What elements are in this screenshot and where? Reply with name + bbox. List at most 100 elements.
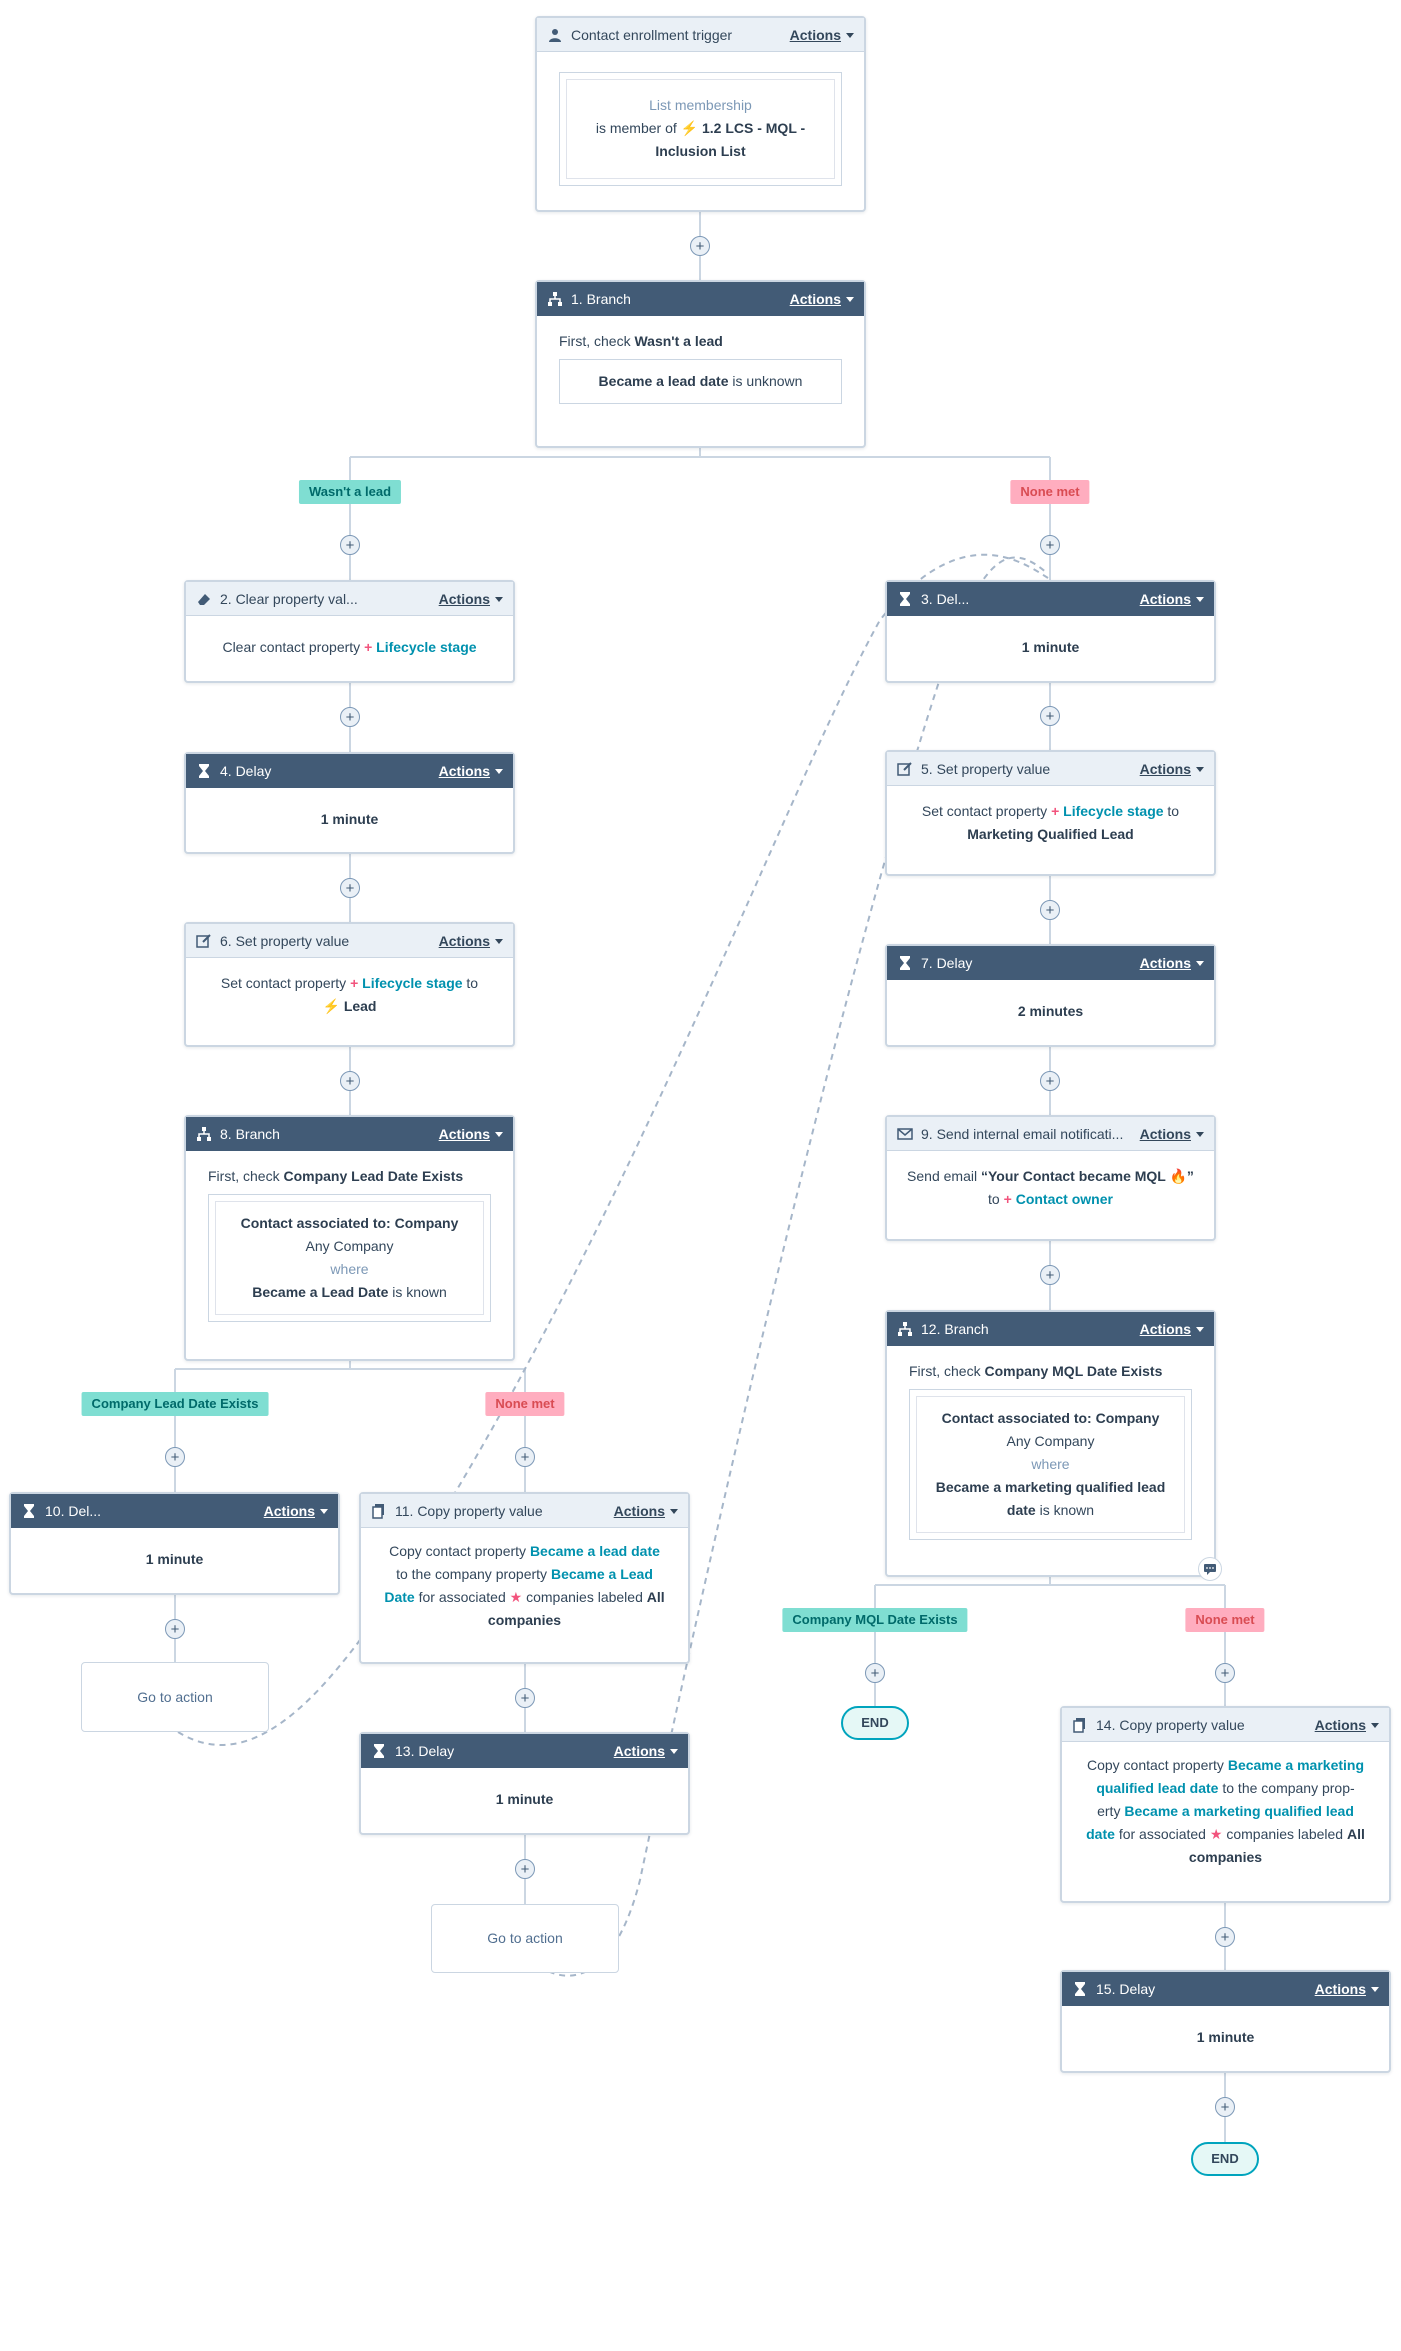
- action-2-property[interactable]: Lifecycle stage: [376, 639, 477, 655]
- edit-icon: [897, 761, 912, 776]
- add-action-button[interactable]: +: [1040, 535, 1060, 555]
- add-action-button[interactable]: +: [1215, 1663, 1235, 1683]
- action-14-header: 14. Copy property value Actions: [1062, 1708, 1389, 1742]
- action-14-property[interactable]: Became a marketing: [1227, 1757, 1365, 1773]
- action-13-actions-button[interactable]: Actions: [614, 1743, 678, 1759]
- action-14-company-property-2[interactable]: date: [1086, 1826, 1115, 1842]
- branch-1-condition[interactable]: Became a lead date is unknown: [559, 359, 842, 404]
- envelope-icon: [897, 1127, 913, 1140]
- comment-icon[interactable]: [1198, 1557, 1222, 1581]
- action-5-card[interactable]: 5. Set property value Actions Set contac…: [885, 750, 1216, 876]
- action-10-title: 10. Del...: [45, 1502, 102, 1519]
- add-action-button[interactable]: +: [340, 707, 360, 727]
- condition-operator: is known: [1039, 1502, 1095, 1518]
- branch-label-none-met[interactable]: None met: [1185, 1608, 1265, 1632]
- action-7-title: 7. Delay: [921, 954, 973, 971]
- action-2-card[interactable]: 2. Clear property val... Actions Clear c…: [184, 580, 515, 683]
- action-2-actions-button[interactable]: Actions: [439, 591, 503, 607]
- add-action-button[interactable]: +: [165, 1619, 185, 1639]
- action-11-card[interactable]: 11. Copy property value Actions Copy con…: [359, 1492, 690, 1664]
- plus-icon: +: [364, 639, 373, 655]
- action-9-actions-button[interactable]: Actions: [1140, 1126, 1204, 1142]
- add-action-button[interactable]: +: [1040, 706, 1060, 726]
- association-text: Contact associated to: Company: [941, 1410, 1160, 1426]
- add-action-button[interactable]: +: [340, 535, 360, 555]
- branch-label-none-met[interactable]: None met: [485, 1392, 565, 1416]
- add-action-button[interactable]: +: [515, 1688, 535, 1708]
- action-4-card[interactable]: 4. Delay Actions 1 minute: [184, 752, 515, 854]
- branch-label-none-met[interactable]: None met: [1010, 480, 1090, 504]
- action-3-actions-button[interactable]: Actions: [1140, 591, 1204, 607]
- enrollment-trigger-card[interactable]: Contact enrollment trigger Actions List …: [535, 16, 866, 212]
- action-8-branch-card[interactable]: 8. Branch Actions First, check Company L…: [184, 1115, 515, 1361]
- action-5-title: 5. Set property value: [921, 760, 1051, 777]
- add-action-button[interactable]: +: [515, 1447, 535, 1467]
- add-action-button[interactable]: +: [1215, 1927, 1235, 1947]
- action-5-text: Set contact property: [921, 803, 1048, 819]
- action-14-actions-button[interactable]: Actions: [1315, 1717, 1379, 1733]
- action-8-condition[interactable]: Contact associated to: Company Any Compa…: [208, 1194, 491, 1322]
- action-6-actions-button[interactable]: Actions: [439, 933, 503, 949]
- go-to-action-box[interactable]: Go to action: [81, 1662, 269, 1732]
- action-11-company-property[interactable]: Became a Lead: [550, 1566, 653, 1582]
- action-14-company-property[interactable]: Became a marketing qualified lead: [1124, 1803, 1354, 1819]
- action-6-card[interactable]: 6. Set property value Actions Set contac…: [184, 922, 515, 1047]
- trigger-filter[interactable]: List membership is member of ⚡ 1.2 LCS -…: [559, 72, 842, 186]
- branch-label-company-lead-date[interactable]: Company Lead Date Exists: [81, 1392, 269, 1416]
- action-3-card[interactable]: 3. Del... Actions 1 minute: [885, 580, 1216, 683]
- add-action-button[interactable]: +: [340, 878, 360, 898]
- branch-label-wasnt-lead[interactable]: Wasn't a lead: [298, 480, 402, 504]
- action-5-actions-button[interactable]: Actions: [1140, 761, 1204, 777]
- action-7-actions-button[interactable]: Actions: [1140, 955, 1204, 971]
- action-6-property[interactable]: Lifecycle stage: [362, 975, 463, 991]
- add-action-button[interactable]: +: [1215, 2097, 1235, 2117]
- add-action-button[interactable]: +: [1040, 1265, 1060, 1285]
- action-15-card[interactable]: 15. Delay Actions 1 minute: [1060, 1970, 1391, 2073]
- action-8-actions-button[interactable]: Actions: [439, 1126, 503, 1142]
- trigger-actions-button[interactable]: Actions: [790, 27, 854, 43]
- action-12-header: 12. Branch Actions: [887, 1312, 1214, 1346]
- branch-1-card[interactable]: 1. Branch Actions First, check Wasn't a …: [535, 280, 866, 448]
- go-to-action-box[interactable]: Go to action: [431, 1904, 619, 1973]
- action-9-card[interactable]: 9. Send internal email notificati... Act…: [885, 1115, 1216, 1241]
- action-11-text-4: companies labeled: [526, 1589, 643, 1605]
- action-4-actions-button[interactable]: Actions: [439, 763, 503, 779]
- contact-owner-link[interactable]: Contact owner: [1015, 1191, 1113, 1207]
- check-name: Wasn't a lead: [634, 333, 723, 349]
- action-11-company-property-2[interactable]: Date: [384, 1589, 415, 1605]
- branch-label-company-mql-date[interactable]: Company MQL Date Exists: [782, 1608, 968, 1632]
- condition-property-2: date: [1006, 1502, 1036, 1518]
- add-action-button[interactable]: +: [1040, 1071, 1060, 1091]
- list-name-2: Inclusion List: [655, 143, 746, 159]
- action-4-text: 1 minute: [320, 811, 379, 827]
- action-12-actions-button[interactable]: Actions: [1140, 1321, 1204, 1337]
- action-11-text-2: to the company property: [396, 1566, 548, 1582]
- condition-operator: is known: [392, 1284, 447, 1300]
- action-10-card[interactable]: 10. Del... Actions 1 minute: [9, 1492, 340, 1595]
- action-13-title: 13. Delay: [395, 1742, 455, 1759]
- action-11-property[interactable]: Became a lead date: [529, 1543, 660, 1559]
- add-action-button[interactable]: +: [1040, 900, 1060, 920]
- action-12-condition[interactable]: Contact associated to: Company Any Compa…: [909, 1389, 1192, 1540]
- list-name: 1.2 LCS - MQL -: [701, 120, 806, 136]
- action-15-actions-button[interactable]: Actions: [1315, 1981, 1379, 1997]
- action-12-branch-card[interactable]: 12. Branch Actions First, check Company …: [885, 1310, 1216, 1577]
- action-13-card[interactable]: 13. Delay Actions 1 minute: [359, 1732, 690, 1835]
- to-text: to: [1167, 803, 1180, 819]
- branch-1-title: 1. Branch: [571, 290, 631, 307]
- action-5-property[interactable]: Lifecycle stage: [1063, 803, 1164, 819]
- branch-1-actions-button[interactable]: Actions: [790, 291, 854, 307]
- add-action-button[interactable]: +: [865, 1663, 885, 1683]
- action-7-card[interactable]: 7. Delay Actions 2 minutes: [885, 944, 1216, 1047]
- add-action-button[interactable]: +: [340, 1071, 360, 1091]
- action-11-actions-button[interactable]: Actions: [614, 1503, 678, 1519]
- action-10-actions-button[interactable]: Actions: [264, 1503, 328, 1519]
- add-action-button[interactable]: +: [690, 236, 710, 256]
- action-14-card[interactable]: 14. Copy property value Actions Copy con…: [1060, 1706, 1391, 1903]
- check-name: Company MQL Date Exists: [984, 1363, 1163, 1379]
- action-14-title: 14. Copy property value: [1096, 1716, 1245, 1733]
- action-14-property-2[interactable]: qualified lead date: [1096, 1780, 1219, 1796]
- add-action-button[interactable]: +: [165, 1447, 185, 1467]
- add-action-button[interactable]: +: [515, 1859, 535, 1879]
